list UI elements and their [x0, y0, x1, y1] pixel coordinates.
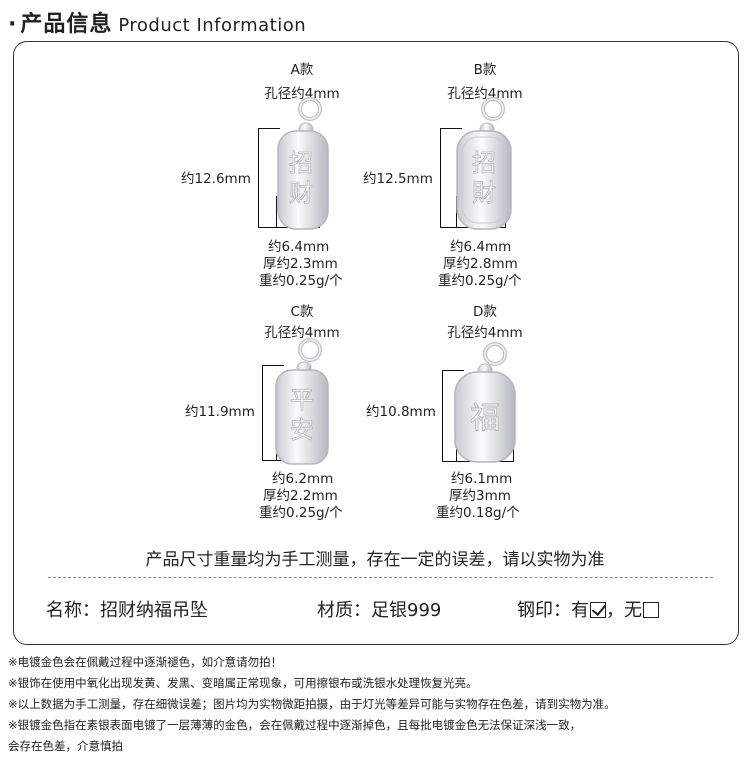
variant-b-hole: 孔径约4mm [447, 86, 523, 102]
spec-material-label: 材质： [317, 600, 371, 621]
footer-note-1: ※电镀金色会在佩戴过程中逐渐褪色，如介意请勿拍！ [8, 655, 283, 669]
stamp-yes-checkbox [590, 602, 606, 618]
variant-d-char-1: 福 [470, 401, 500, 436]
variant-c-pendant-image: 平 安 [275, 338, 329, 465]
variant-a-pendant-image: 招 财 [277, 97, 329, 230]
variant-c-char-2: 安 [290, 416, 314, 444]
header-bullet: · [8, 12, 17, 37]
spec-stamp-no: ，无 [606, 600, 642, 621]
spec-name: 名称：招财纳福吊坠 [46, 596, 208, 622]
header-title-en: Product Information [118, 15, 307, 36]
measurement-disclaimer: 产品尺寸重量均为手工测量，存在一定的误差，请以实物为准 [145, 550, 605, 570]
spec-name-label: 名称： [46, 600, 100, 621]
footer-note-2: ※银饰在使用中氧化出现发黄、发黑、变暗属正常现象，可用擦银布或洗银水处理恢复光亮… [8, 676, 478, 690]
variant-a-height-bracket [258, 128, 280, 228]
variant-d-width: 约6.1mm [451, 471, 513, 487]
variant-a-char-1: 招 [289, 149, 313, 177]
variant-d-name: D款 [473, 304, 497, 320]
variant-d-height-bracket [442, 370, 464, 462]
footer-notes: ※电镀金色会在佩戴过程中逐渐褪色，如介意请勿拍！ ※银饰在使用中氧化出现发黄、发… [8, 652, 746, 757]
spec-stamp-yes: 有 [571, 600, 589, 621]
footer-note-4: ※银镀金色指在素银表面电镀了一层薄薄的金色，会在佩戴过程中逐渐掉色，且每批电镀金… [8, 718, 582, 732]
variant-b-height: 约12.5mm [363, 171, 433, 187]
variant-b-name: B款 [473, 62, 497, 78]
variant-b-char-2: 財 [472, 179, 496, 207]
variant-b-thickness: 厚约2.8mm [443, 256, 518, 272]
dashed-divider [48, 577, 713, 578]
variant-b-char-1: 招 [472, 149, 496, 177]
variant-c-hole: 孔径约4mm [264, 325, 340, 341]
spec-material: 材质：足银999 [317, 596, 441, 622]
header-title-cn: 产品信息 [20, 12, 113, 37]
footer-note-5: 会存在色差，介意慎拍 [8, 739, 123, 753]
variant-a-weight: 重约0.25g/个 [259, 273, 343, 289]
variant-c-thickness: 厚约2.2mm [263, 488, 338, 504]
variant-c-height: 约11.9mm [185, 404, 255, 420]
variant-c-height-bracket [262, 365, 284, 461]
variant-b-width: 约6.4mm [450, 239, 512, 255]
variant-b-weight: 重约0.25g/个 [438, 273, 522, 289]
variant-a-width: 约6.4mm [268, 239, 330, 255]
variant-d-hole: 孔径约4mm [447, 325, 523, 341]
variant-c-name: C款 [290, 304, 314, 320]
variant-c-weight: 重约0.25g/个 [259, 505, 343, 521]
variant-d-height: 约10.8mm [366, 404, 436, 420]
spec-stamp: 钢印：有 ，无 [517, 596, 659, 622]
variant-d-thickness: 厚约3mm [449, 488, 511, 504]
spec-stamp-label: 钢印： [517, 600, 571, 621]
variant-a-char-2: 财 [289, 179, 313, 207]
product-info-panel [13, 41, 739, 645]
variant-b-pendant-image: 招 財 [456, 97, 512, 230]
variant-a-height: 约12.6mm [181, 171, 251, 187]
variant-a-thickness: 厚约2.3mm [263, 256, 338, 272]
variant-d-pendant-image: 福 [454, 342, 516, 463]
footer-note-3: ※以上数据为手工测量，存在细微误差；图片均为实物微距拍摄，由于灯光等差异可能与实… [8, 697, 616, 711]
variant-d-weight: 重约0.18g/个 [436, 505, 520, 521]
variant-a-name: A款 [290, 62, 314, 78]
stamp-no-checkbox [643, 602, 659, 618]
section-header: · 产品信息 Product Information [8, 6, 306, 40]
spec-material-value: 足银999 [371, 600, 442, 621]
variant-b-height-bracket [440, 128, 462, 228]
variant-a-hole: 孔径约4mm [264, 86, 340, 102]
variant-c-char-1: 平 [290, 386, 314, 414]
variant-c-width: 约6.2mm [272, 471, 334, 487]
spec-name-value: 招财纳福吊坠 [100, 600, 208, 621]
